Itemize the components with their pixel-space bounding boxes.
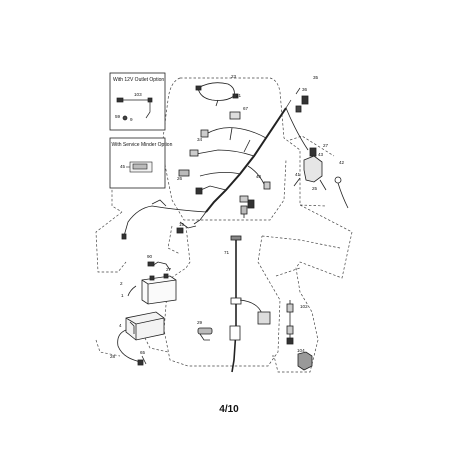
inset-12v-label-103: 103: [134, 92, 142, 97]
tractor-frame-outline: [95, 77, 353, 373]
callout-40: 40: [256, 174, 262, 179]
inset-service-minder: With Service Minder Option 45: [109, 137, 173, 189]
callout-36: 36: [302, 87, 308, 92]
callout-21: 21: [236, 93, 242, 98]
callout-26: 26: [177, 176, 183, 181]
callout-71: 71: [224, 250, 230, 255]
battery: [141, 273, 177, 305]
main-harness: [205, 107, 287, 213]
headlight-harness: [197, 82, 235, 101]
service-minder-module-icon: [126, 161, 153, 173]
outlet-socket-icon: [116, 97, 153, 121]
callout-34: 34: [197, 137, 203, 142]
solenoid: [303, 155, 323, 183]
callout-25: 25: [312, 186, 318, 191]
callout-2: 2: [120, 281, 123, 286]
callout-67: 67: [243, 106, 249, 111]
callout-29: 29: [197, 320, 203, 325]
inset-service-minder-label-45: 45: [120, 164, 126, 169]
wiring-components: [117, 82, 349, 373]
fuse-holder: [197, 327, 213, 335]
ignition-switch: [229, 111, 241, 120]
callout-28: 28: [110, 354, 116, 359]
rear-harness: [231, 238, 237, 373]
callout-90: 90: [147, 254, 153, 259]
callout-65: 65: [140, 350, 146, 355]
callout-4: 4: [119, 323, 122, 328]
callout-43: 43: [318, 152, 324, 157]
callout-42: 42: [339, 160, 345, 165]
callout-35: 35: [313, 75, 319, 80]
callout-15: 15: [179, 222, 185, 227]
inset-12v-label-9: 9: [130, 117, 133, 122]
page-number: 4/10: [219, 404, 239, 415]
callout-41: 41: [295, 172, 301, 177]
inset-service-minder-title: With Service Minder Option: [112, 142, 173, 148]
callout-labels: 23 21 67 35 36 34 27 42 43 41 25 26 40 1…: [110, 74, 345, 359]
callout-27-lower: 27: [166, 267, 172, 272]
callout-104: 104: [297, 348, 305, 353]
callout-1: 1: [121, 293, 124, 298]
seat-switch: [257, 311, 271, 325]
callout-102: 102: [300, 304, 308, 309]
sensor-104: [297, 351, 313, 371]
inset-12v-label-59: 59: [115, 114, 121, 119]
callout-23: 23: [231, 74, 237, 79]
inset-12v-outlet: With 12V Outlet Option 103 59 9: [109, 72, 166, 131]
inset-12v-outlet-title: With 12V Outlet Option: [113, 77, 164, 83]
battery-box: [125, 311, 165, 341]
callout-27-upper: 27: [323, 143, 329, 148]
